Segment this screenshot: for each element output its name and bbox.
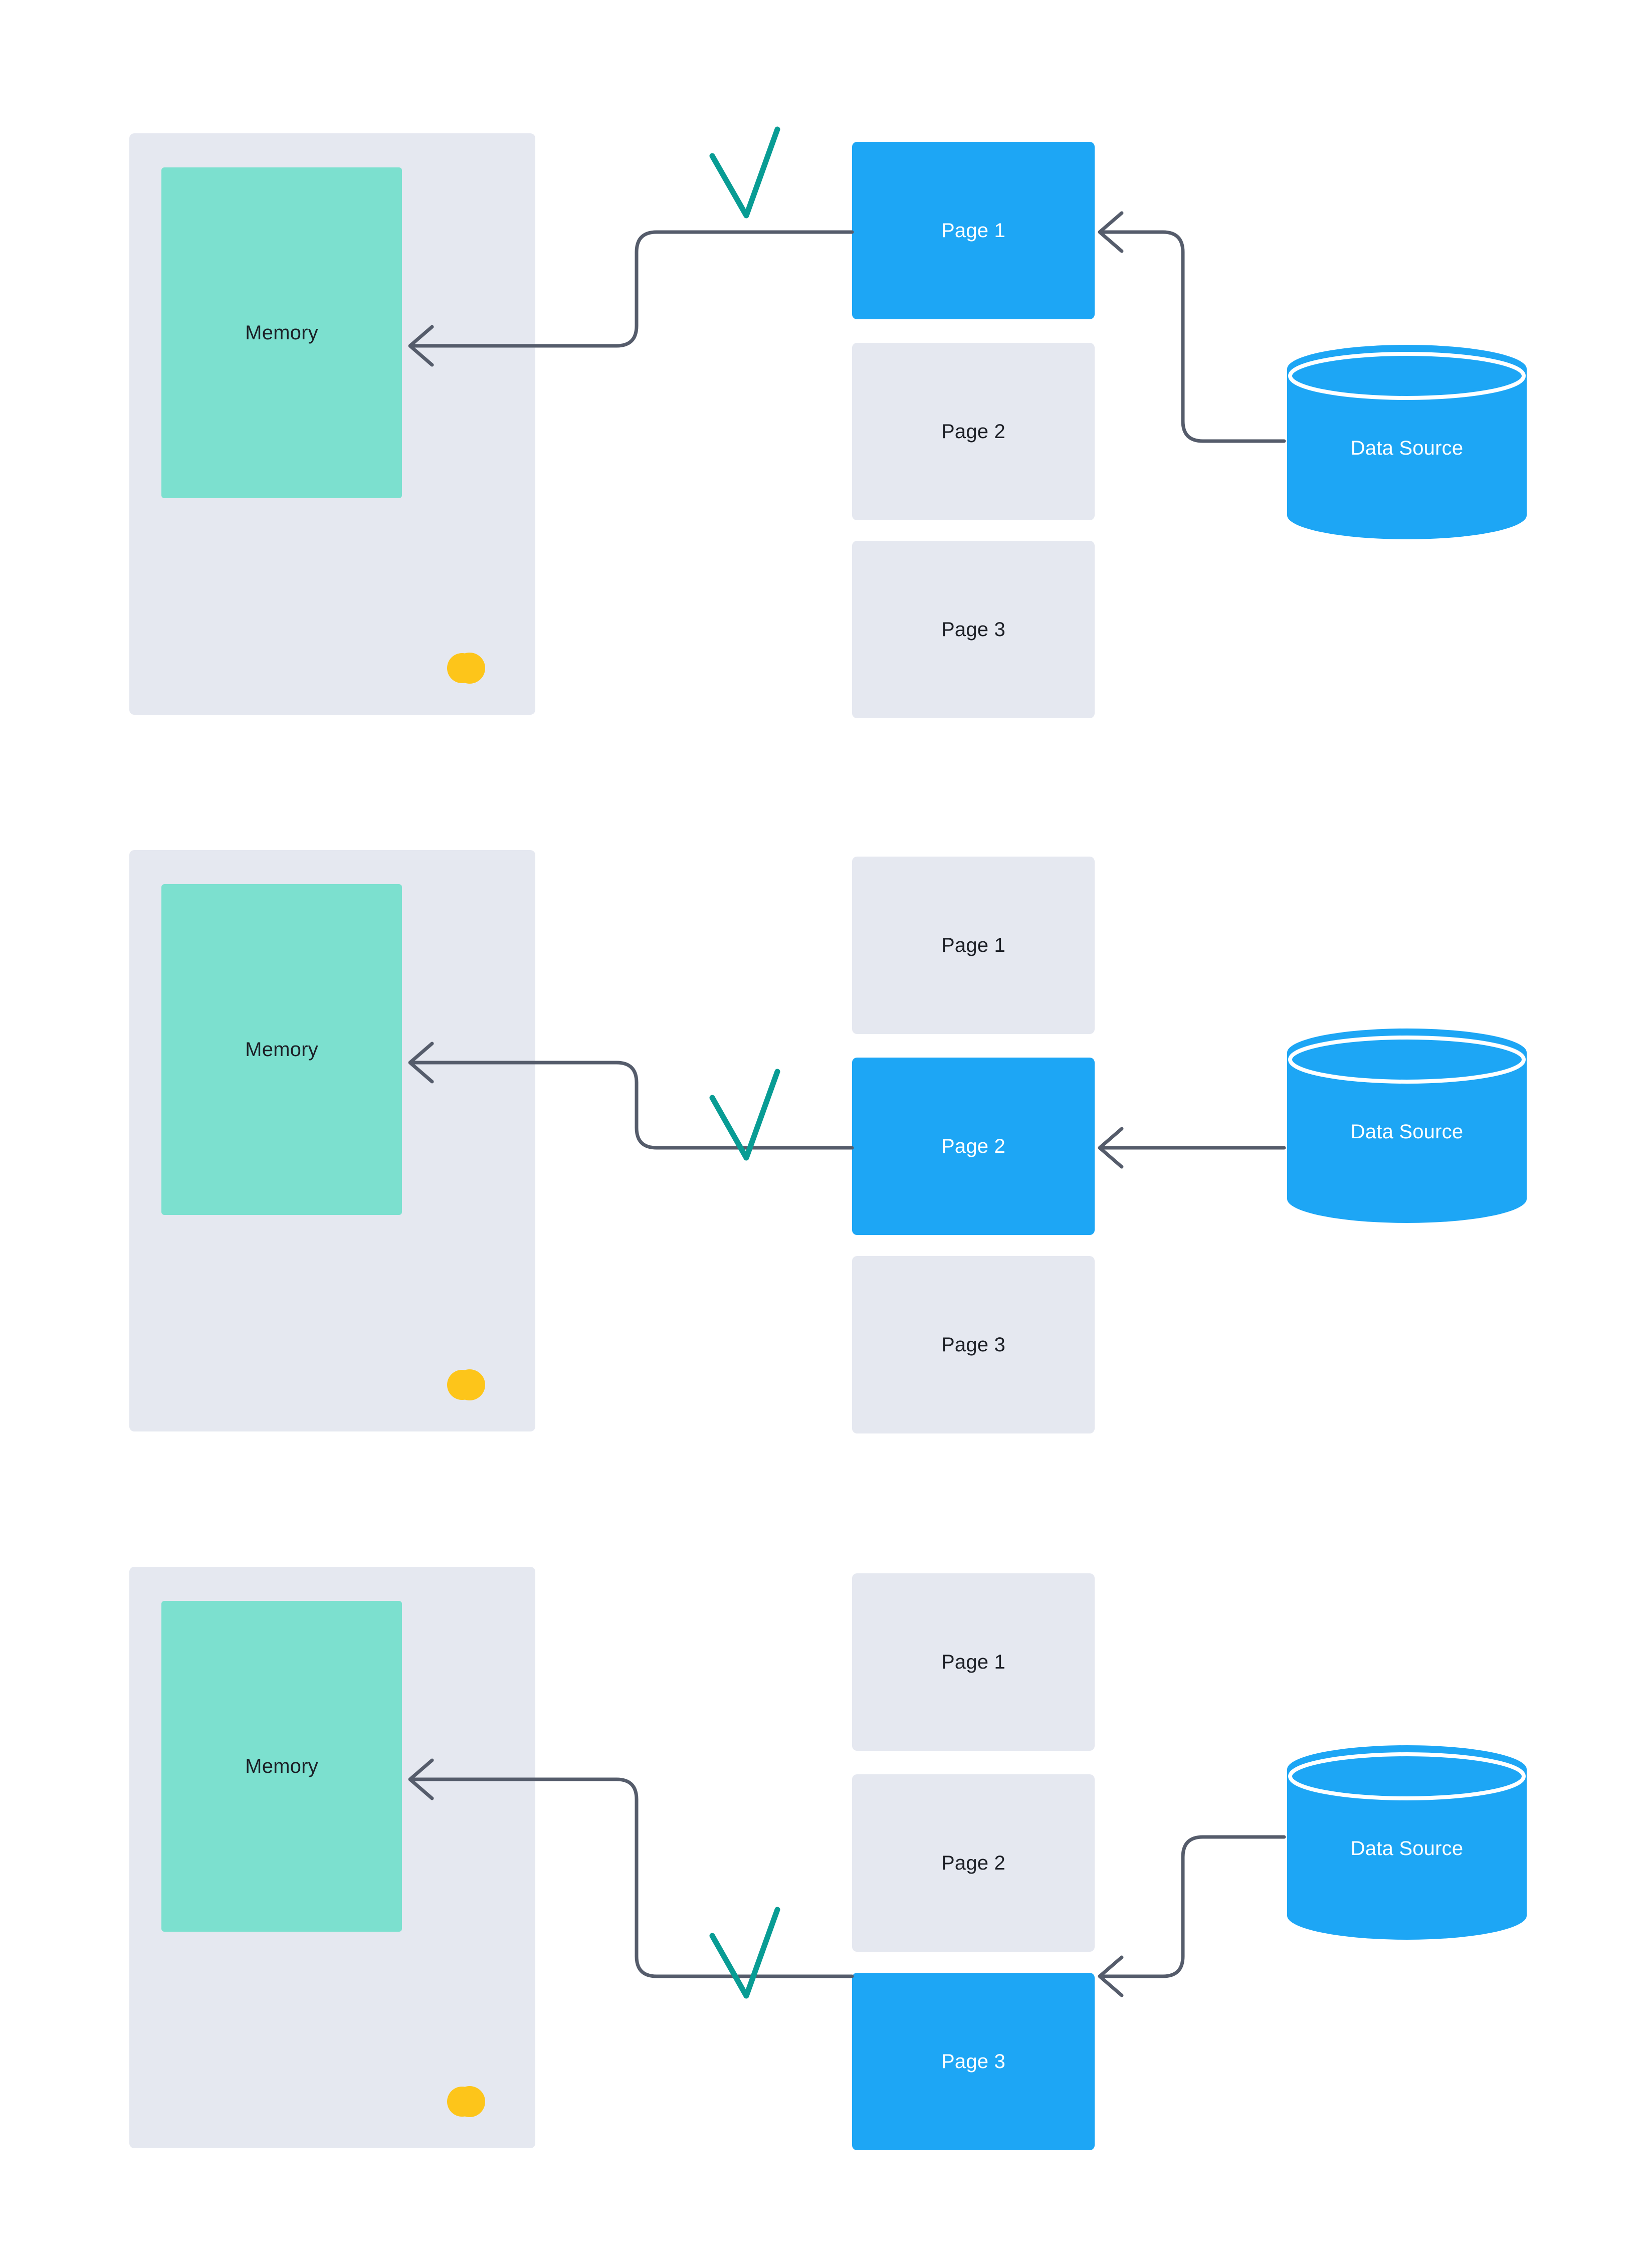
page-box-3-3[interactable]: Page 3 <box>852 1973 1095 2150</box>
memory-container-3: Memory <box>129 1567 535 2148</box>
memory-box-1: Memory <box>161 167 402 498</box>
memory-box-2: Memory <box>161 884 402 1215</box>
memory-label: Memory <box>245 1038 318 1061</box>
memory-label: Memory <box>245 1755 318 1777</box>
page-box-3-1[interactable]: Page 1 <box>852 1573 1095 1751</box>
checkmark-icon-2 <box>709 1069 780 1161</box>
brand-logo-icon <box>447 1361 493 1408</box>
connector-datasource-to-page1-1 <box>1098 211 1286 443</box>
page-label: Page 2 <box>941 420 1005 443</box>
datasource-label: Data Source <box>1350 437 1464 459</box>
checkmark-icon-3 <box>709 1907 780 1999</box>
datasource-label: Data Source <box>1350 1121 1464 1143</box>
page-box-2-2[interactable]: Page 2 <box>852 1058 1095 1235</box>
checkmark-icon-1 <box>709 126 780 219</box>
page-label: Page 2 <box>941 1135 1005 1157</box>
page-label: Page 2 <box>941 1852 1005 1874</box>
page-box-1-2[interactable]: Page 2 <box>852 343 1095 520</box>
memory-container-2: Memory <box>129 850 535 1431</box>
page-label: Page 3 <box>941 618 1005 641</box>
datasource-label: Data Source <box>1350 1837 1464 1860</box>
page-label: Page 1 <box>941 219 1005 242</box>
page-box-2-1[interactable]: Page 1 <box>852 857 1095 1034</box>
database-cylinder-icon-2: Data Source <box>1284 1025 1530 1226</box>
connector-datasource-to-page2-2 <box>1098 1127 1286 1169</box>
page-label: Page 1 <box>941 1651 1005 1673</box>
memory-label: Memory <box>245 321 318 344</box>
page-label: Page 3 <box>941 1333 1005 1356</box>
page-box-2-3[interactable]: Page 3 <box>852 1256 1095 1433</box>
page-box-3-2[interactable]: Page 2 <box>852 1774 1095 1952</box>
database-cylinder-icon-3: Data Source <box>1284 1742 1530 1943</box>
page-label: Page 3 <box>941 2050 1005 2073</box>
brand-logo-icon <box>447 2078 493 2125</box>
connector-datasource-to-page3-3 <box>1098 1835 1286 1997</box>
page-box-1-1[interactable]: Page 1 <box>852 142 1095 319</box>
memory-container-1: Memory <box>129 133 535 715</box>
memory-box-3: Memory <box>161 1601 402 1932</box>
page-label: Page 1 <box>941 934 1005 956</box>
brand-logo-icon <box>447 645 493 692</box>
page-box-1-3[interactable]: Page 3 <box>852 541 1095 718</box>
database-cylinder-icon-1: Data Source <box>1284 342 1530 542</box>
